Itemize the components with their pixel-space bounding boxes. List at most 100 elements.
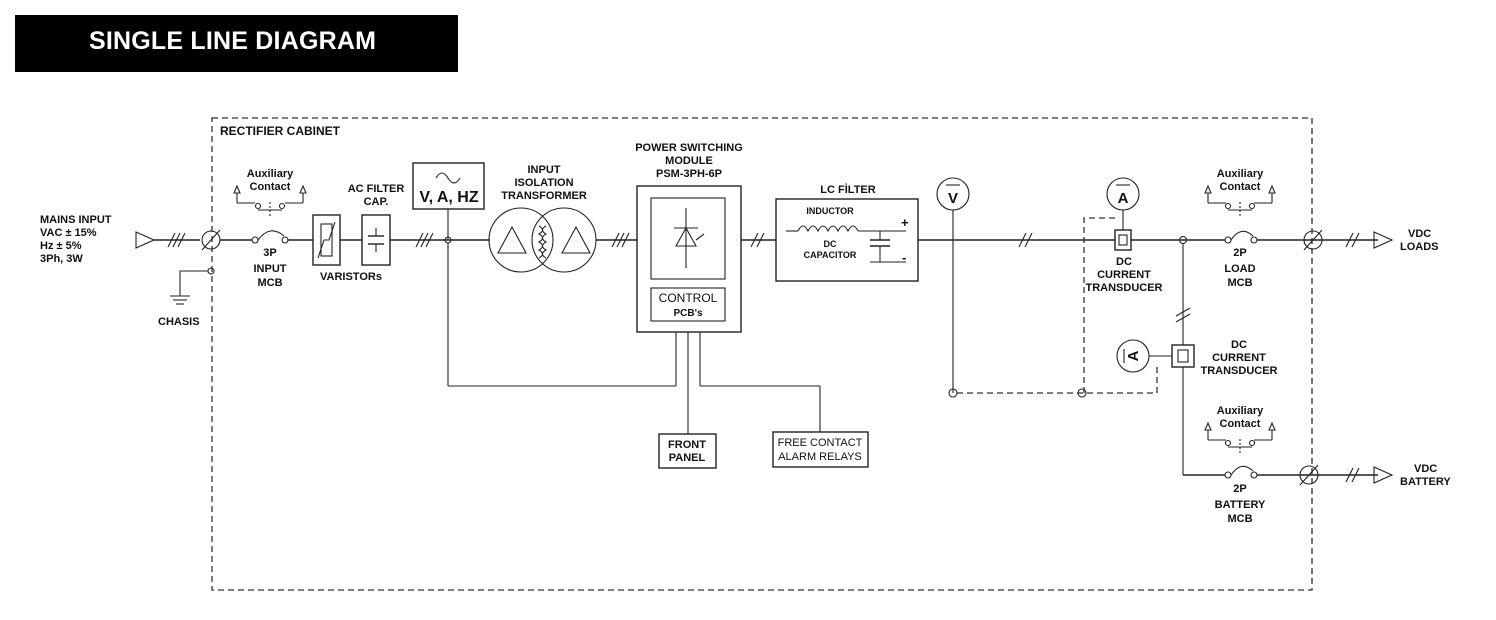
svg-text:CURRENT: CURRENT bbox=[1097, 269, 1151, 281]
svg-text:BATTERY: BATTERY bbox=[1215, 499, 1266, 511]
svg-text:Contact: Contact bbox=[1220, 418, 1261, 430]
svg-text:INPUT: INPUT bbox=[254, 263, 287, 275]
battery-aux-contact: Auxiliary Contact bbox=[1204, 405, 1276, 455]
psm-label: POWER SWITCHING MODULE PSM-3PH-6P bbox=[635, 142, 743, 180]
svg-text:AC FILTER: AC FILTER bbox=[348, 183, 405, 195]
varistor-icon bbox=[312, 214, 341, 266]
load-disconnect-icon bbox=[1303, 229, 1323, 251]
svg-text:MODULE: MODULE bbox=[665, 155, 713, 167]
battery-mcb-label: 2P BATTERY MCB bbox=[1215, 483, 1266, 525]
svg-text:ISOLATION: ISOLATION bbox=[514, 177, 573, 189]
ammeter-1: A bbox=[1106, 177, 1140, 211]
ammeter-2: A bbox=[1116, 339, 1150, 373]
vdc-battery-label: VDC BATTERY bbox=[1400, 463, 1451, 488]
lc-filter-box: INDUCTOR DC CAPACITOR + - bbox=[775, 198, 919, 282]
page-title: SINGLE LINE DIAGRAM bbox=[89, 27, 377, 55]
svg-text:PSM-3PH-6P: PSM-3PH-6P bbox=[656, 168, 722, 180]
svg-text:Auxiliary: Auxiliary bbox=[1217, 405, 1264, 417]
svg-text:FREE CONTACT: FREE CONTACT bbox=[778, 437, 863, 449]
bus-tick-icon-2 bbox=[611, 232, 630, 248]
input-disconnect-icon bbox=[201, 229, 221, 251]
svg-text:A: A bbox=[1125, 350, 1142, 361]
battery-mcb-icon bbox=[1224, 465, 1258, 479]
pcbs-label: PCB's bbox=[673, 308, 702, 319]
dc-current-transducer-1 bbox=[1114, 229, 1132, 251]
dc-current-transducer-2 bbox=[1171, 344, 1195, 368]
svg-text:Contact: Contact bbox=[250, 181, 291, 193]
dc-tick-icon-2 bbox=[1018, 232, 1033, 248]
svg-text:3Ph, 3W: 3Ph, 3W bbox=[40, 253, 83, 265]
varistors-label: VARISTORs bbox=[320, 271, 382, 283]
svg-text:A: A bbox=[1118, 190, 1129, 207]
alarm-relays-box: FREE CONTACT ALARM RELAYS bbox=[772, 431, 869, 468]
svg-text:TRANSDUCER: TRANSDUCER bbox=[1201, 365, 1278, 377]
bus-tick-icon bbox=[415, 232, 434, 248]
cabinet-label: RECTIFIER CABINET bbox=[220, 124, 341, 138]
transformer-label: INPUT ISOLATION TRANSFORMER bbox=[501, 164, 587, 202]
svg-text:2P: 2P bbox=[1233, 247, 1246, 259]
svg-text:CAPACITOR: CAPACITOR bbox=[804, 250, 857, 260]
chasis-label: CHASIS bbox=[158, 316, 200, 328]
svg-text:FRONT: FRONT bbox=[668, 439, 706, 451]
svg-text:INPUT: INPUT bbox=[528, 164, 561, 176]
svg-text:MAINS INPUT: MAINS INPUT bbox=[40, 214, 112, 226]
svg-text:TRANSDUCER: TRANSDUCER bbox=[1086, 282, 1163, 294]
svg-text:POWER SWITCHING: POWER SWITCHING bbox=[635, 142, 743, 154]
three-phase-tick-icon bbox=[167, 232, 186, 248]
svg-text:+: + bbox=[901, 215, 909, 230]
svg-text:BATTERY: BATTERY bbox=[1400, 476, 1451, 488]
transducer-signal-wire-1 bbox=[1083, 217, 1115, 393]
power-switching-module: CONTROL PCB's bbox=[636, 185, 742, 333]
battery-output-tick-icon bbox=[1345, 467, 1360, 483]
voltmeter: V bbox=[936, 177, 970, 211]
svg-text:-: - bbox=[902, 250, 906, 265]
vahz-meter: V, A, HZ bbox=[412, 162, 485, 210]
load-mcb-label: 2P LOAD MCB bbox=[1224, 247, 1255, 289]
svg-text:ALARM RELAYS: ALARM RELAYS bbox=[778, 451, 862, 463]
svg-text:2P: 2P bbox=[1233, 483, 1246, 495]
chasis-ground bbox=[170, 267, 215, 305]
input-mcb-label: 3P INPUT MCB bbox=[254, 247, 287, 289]
ac-filter-label: AC FILTER CAP. bbox=[348, 183, 405, 208]
svg-text:3P: 3P bbox=[263, 247, 276, 259]
vdc-loads-label: VDC LOADS bbox=[1400, 228, 1439, 253]
lc-filter-label: LC FİLTER bbox=[820, 183, 875, 196]
load-mcb-icon bbox=[1224, 230, 1258, 244]
svg-text:DC: DC bbox=[1231, 339, 1247, 351]
front-panel-box: FRONT PANEL bbox=[658, 433, 717, 469]
isolation-transformer-icon bbox=[488, 207, 597, 273]
svg-text:Auxiliary: Auxiliary bbox=[247, 168, 294, 180]
svg-text:CAP.: CAP. bbox=[364, 196, 389, 208]
svg-text:VAC ± 15%: VAC ± 15% bbox=[40, 227, 97, 239]
load-aux-contact: Auxiliary Contact bbox=[1204, 168, 1276, 218]
svg-text:LOADS: LOADS bbox=[1400, 241, 1439, 253]
svg-text:Auxiliary: Auxiliary bbox=[1217, 168, 1264, 180]
svg-text:DC: DC bbox=[824, 239, 837, 249]
svg-text:VDC: VDC bbox=[1408, 228, 1431, 240]
battery-tick-icon bbox=[1175, 307, 1191, 323]
svg-text:INDUCTOR: INDUCTOR bbox=[806, 206, 854, 216]
rectifier-cabinet-boundary bbox=[211, 117, 1313, 591]
inductor-icon bbox=[797, 225, 859, 233]
dc-transducer-1-label: DC CURRENT TRANSDUCER bbox=[1086, 256, 1163, 294]
svg-text:V: V bbox=[948, 190, 958, 207]
svg-text:MCB: MCB bbox=[257, 277, 282, 289]
battery-disconnect-icon bbox=[1299, 464, 1319, 486]
svg-text:Hz ± 5%: Hz ± 5% bbox=[40, 240, 82, 252]
ac-filter-capacitor-icon bbox=[361, 214, 391, 266]
vdc-loads-arrow-icon bbox=[1373, 231, 1394, 249]
meter-label: V, A, HZ bbox=[419, 189, 479, 206]
svg-text:Contact: Contact bbox=[1220, 181, 1261, 193]
dc-tick-icon bbox=[750, 232, 765, 248]
control-label: CONTROL bbox=[659, 291, 718, 305]
input-aux-contact: Auxiliary Contact bbox=[233, 168, 307, 218]
vdc-battery-arrow-icon bbox=[1373, 466, 1394, 484]
svg-text:VDC: VDC bbox=[1414, 463, 1437, 475]
load-tick-icon bbox=[1345, 232, 1360, 248]
mains-input-label: MAINS INPUT VAC ± 15% Hz ± 5% 3Ph, 3W bbox=[40, 214, 112, 265]
mains-input-arrow-icon bbox=[135, 231, 156, 249]
svg-text:LOAD: LOAD bbox=[1224, 263, 1255, 275]
input-mcb-icon bbox=[251, 230, 289, 244]
svg-text:MCB: MCB bbox=[1227, 277, 1252, 289]
